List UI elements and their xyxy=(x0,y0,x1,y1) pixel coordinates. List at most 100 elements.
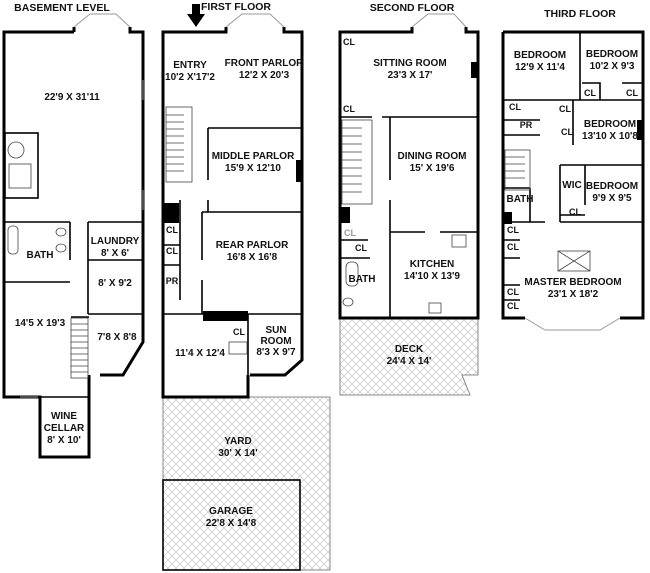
bathtub-icon xyxy=(7,225,19,255)
fireplace-icon xyxy=(471,62,478,78)
room-name: MASTER BEDROOM xyxy=(524,277,621,288)
room-name: LAUNDRY xyxy=(91,236,140,247)
closet-label: CL xyxy=(507,287,519,297)
room-size: 7'8 X 8'8 xyxy=(97,332,137,343)
closet-label: CL xyxy=(343,104,355,114)
water-heater-icon xyxy=(7,141,25,159)
stairs-icon xyxy=(70,317,89,379)
second-floor-walls xyxy=(340,116,478,318)
second-floor-outer-wall xyxy=(338,27,480,320)
room-size: 10'2 X'17'2 xyxy=(165,72,215,83)
basement-windows xyxy=(20,80,144,398)
fireplace-icon xyxy=(296,160,302,182)
basement-level: BASEMENT LEVEL 22'9 X 31'11 BATH LAUNDRY… xyxy=(2,2,145,459)
closet-label: CL xyxy=(233,327,245,337)
closet-label: CL xyxy=(343,37,355,47)
room-size: 14'10 X 13'9 xyxy=(404,271,460,282)
room-size: 15' X 19'6 xyxy=(410,163,455,174)
yard-area xyxy=(162,396,331,571)
chimney-block xyxy=(340,207,350,223)
closet-label: CL xyxy=(626,88,638,98)
room-name: CELLAR xyxy=(44,423,85,434)
room-size: 23'3 X 17' xyxy=(388,70,433,81)
chimney-block xyxy=(503,212,512,224)
closet-label: CL xyxy=(559,104,571,114)
room-name: BATH xyxy=(506,194,533,205)
room-name: ENTRY xyxy=(173,60,207,71)
closet-label: CL xyxy=(166,225,178,235)
room-name: WINE xyxy=(51,411,77,422)
room-name: DECK xyxy=(395,344,424,355)
first-floor: FIRST FLOOR ENTRY 10'2 X'17'2 FRONT PARL… xyxy=(161,1,331,571)
toilet-icon xyxy=(55,227,67,237)
powder-room-label: PR xyxy=(520,120,533,130)
room-name: WIC xyxy=(562,180,581,191)
room-name: FRONT PARLOR xyxy=(225,58,304,69)
room-name: SUN xyxy=(265,325,286,336)
basement-bay-window xyxy=(73,13,131,28)
third-floor-walls xyxy=(503,32,643,301)
chimney-block xyxy=(203,311,248,321)
closet-label: CL xyxy=(584,88,596,98)
room-name: BEDROOM xyxy=(586,181,638,192)
room-size: 16'8 X 16'8 xyxy=(227,252,278,263)
mechanical-closet xyxy=(4,132,39,199)
room-size: 24'4 X 14' xyxy=(387,356,432,367)
room-size: 11'4 X 12'4 xyxy=(175,348,225,359)
furnace-icon xyxy=(8,163,32,189)
room-size: 23'1 X 18'2 xyxy=(548,289,599,300)
room-size: 12'2 X 20'3 xyxy=(239,70,290,81)
room-name: DINING ROOM xyxy=(398,151,467,162)
room-size: 10'2 X 9'3 xyxy=(590,61,635,72)
chimney-block xyxy=(163,203,179,223)
closet-label: CL xyxy=(507,242,519,252)
room-size: 8' X 9'2 xyxy=(98,278,132,289)
third-bay-window xyxy=(524,317,621,331)
room-size: 9'9 X 9'5 xyxy=(592,193,632,204)
closet-label: CL xyxy=(569,207,581,217)
room-name: SITTING ROOM xyxy=(373,58,446,69)
room-name: KITCHEN xyxy=(410,259,454,270)
room-name: ROOM xyxy=(260,336,291,347)
room-name: BEDROOM xyxy=(514,50,566,61)
room-size: 30' X 14' xyxy=(218,448,257,459)
room-size: 12'9 X 11'4 xyxy=(515,62,565,73)
stairs-icon xyxy=(165,106,193,183)
bathtub-icon xyxy=(345,261,359,287)
sink-icon xyxy=(55,243,67,253)
garage-structure xyxy=(162,479,301,571)
room-size: 15'9 X 12'10 xyxy=(225,163,281,174)
closet-label: CL xyxy=(561,127,573,137)
basement-title: BASEMENT LEVEL xyxy=(14,2,110,14)
room-name: BEDROOM xyxy=(586,49,638,60)
rear-stairs-icon xyxy=(228,341,248,355)
stairs-icon xyxy=(341,119,373,205)
room-name: BATH xyxy=(348,274,375,285)
powder-room-label: PR xyxy=(166,276,179,286)
room-name: BEDROOM xyxy=(584,119,636,130)
third-floor-outer-wall xyxy=(501,30,645,320)
second-floor: SECOND FLOOR SITTING ROOM 23'3 X 17' DIN… xyxy=(338,2,480,396)
range-icon xyxy=(428,302,442,314)
room-size: 8' X 10' xyxy=(47,435,81,446)
closet-label: CL xyxy=(507,301,519,311)
second-bay-window xyxy=(411,13,467,28)
third-floor-title: THIRD FLOOR xyxy=(544,8,616,20)
room-name: YARD xyxy=(224,436,251,447)
third-floor: THIRD FLOOR BEDROOM 12'9 X 11'4 BEDROOM … xyxy=(501,8,645,331)
first-bay-window xyxy=(225,13,285,28)
room-name: REAR PARLOR xyxy=(216,240,289,251)
room-size: 8'3 X 9'7 xyxy=(256,347,296,358)
room-name: BATH xyxy=(26,250,53,261)
first-floor-title: FIRST FLOOR xyxy=(201,1,271,13)
second-floor-title: SECOND FLOOR xyxy=(370,2,455,14)
closet-label: CL xyxy=(507,225,519,235)
room-size: 22'8 X 14'8 xyxy=(206,518,257,529)
closet-label: CL xyxy=(509,102,521,112)
entry-arrow-icon xyxy=(187,4,205,27)
closet-label: CL xyxy=(344,228,356,238)
room-name: GARAGE xyxy=(209,506,253,517)
room-size: 13'10 X 10'8 xyxy=(582,131,638,142)
toilet-icon xyxy=(342,297,354,307)
